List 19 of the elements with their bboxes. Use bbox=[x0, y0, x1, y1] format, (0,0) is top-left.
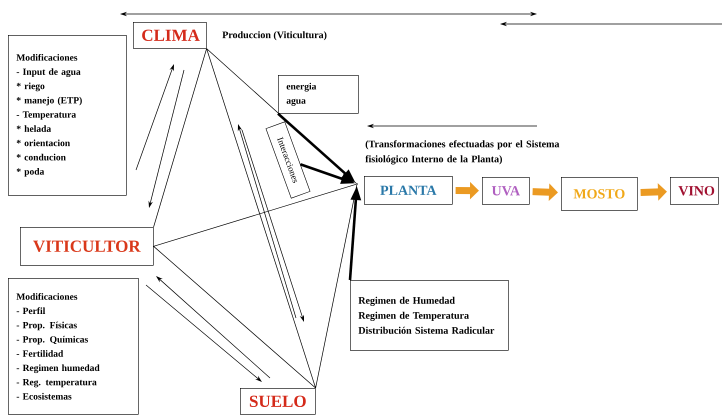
connector-line bbox=[153, 246, 316, 388]
stage-box: VINO bbox=[670, 177, 719, 205]
connector-line bbox=[153, 48, 207, 228]
notes-box: Modificaciones - Perfil - Prop. Físicas - Prop. Químicas - Fertilidad - Regimen humedad - Reg. temperatura - Ecosistemas bbox=[8, 278, 139, 415]
connector-line bbox=[315, 184, 358, 388]
caption-text: (Transformaciones efectuadas por el Sistema fisiológico Interno de la Planta) bbox=[365, 140, 560, 164]
notes-box: Regimen de Humedad Regimen de Temperatura Distribución Sistema Radicular bbox=[350, 280, 509, 351]
element-box: VITICULTOR bbox=[20, 227, 154, 266]
stage-box: UVA bbox=[482, 177, 530, 205]
connector-line bbox=[153, 184, 356, 247]
stage-box: MOSTO bbox=[561, 177, 638, 211]
element-box: CLIMA bbox=[133, 22, 207, 49]
connector-line bbox=[206, 48, 316, 388]
connector-line bbox=[206, 48, 357, 184]
caption-text: Produccion (Viticultura) bbox=[222, 31, 326, 40]
stage-box: PLANTA bbox=[364, 176, 453, 205]
notes-box: energia agua bbox=[278, 75, 359, 114]
element-box: SUELO bbox=[240, 388, 316, 415]
notes-box: Modificaciones - Input de agua * riego * manejo (ETP) - Temperatura * helada * orientacion * conducion * poda bbox=[8, 35, 127, 196]
